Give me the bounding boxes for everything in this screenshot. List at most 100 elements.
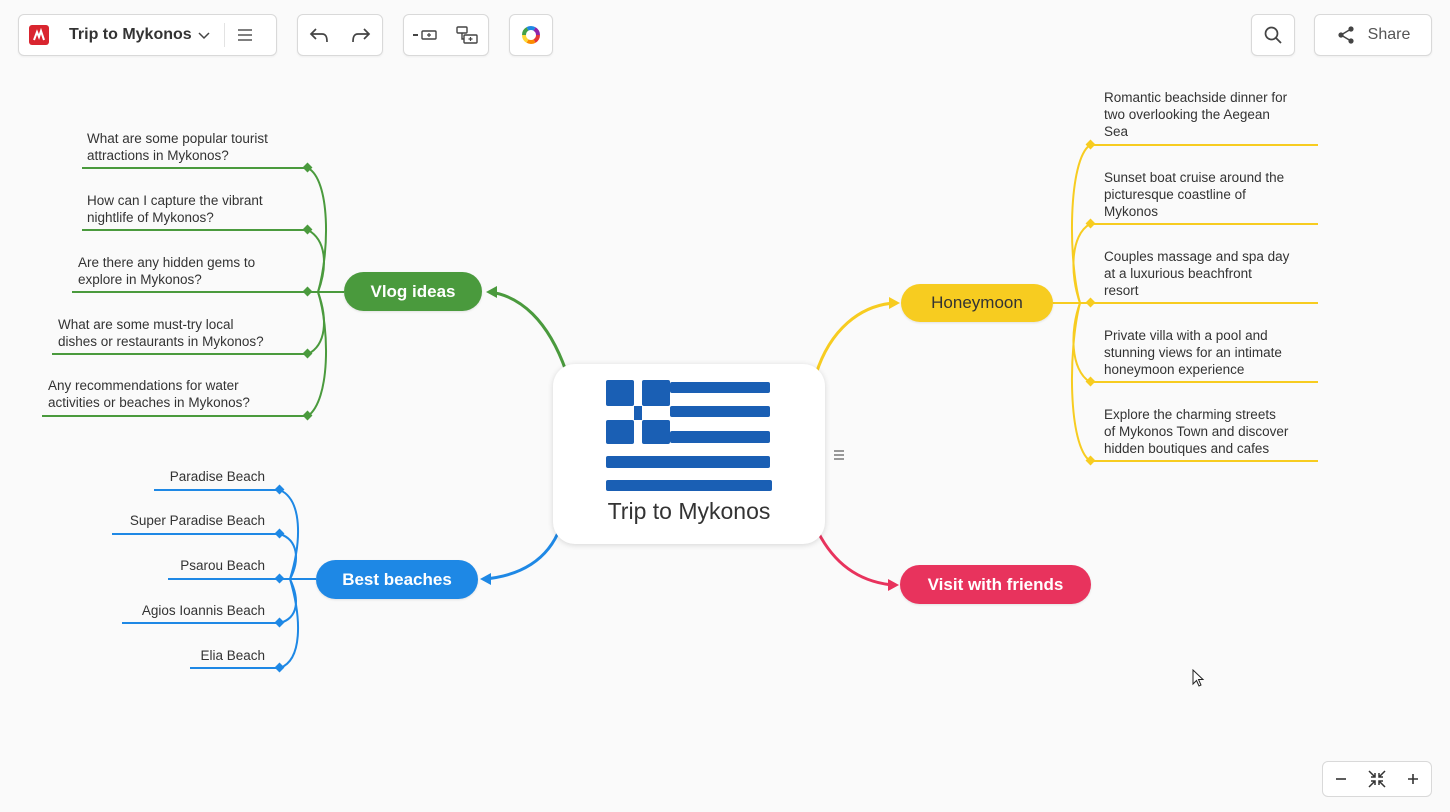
vlog-item-5-line-2: activities or beaches in Mykonos?: [48, 395, 250, 410]
drag-handle-icon: [834, 450, 844, 460]
fit-to-screen-button[interactable]: [1360, 762, 1394, 796]
honeymoon-item-5-line-2: of Mykonos Town and discover: [1104, 424, 1289, 439]
zoom-in-button[interactable]: [1396, 762, 1430, 796]
beaches-connectors: [112, 489, 562, 669]
beach-item-4[interactable]: Agios Ioannis Beach: [95, 602, 265, 619]
beach-item-3-label: Psarou Beach: [180, 558, 265, 573]
vlog-item-2-line-2: nightlife of Mykonos?: [87, 210, 214, 225]
vlog-item-1-line-2: attractions in Mykonos?: [87, 148, 229, 163]
document-title: Trip to Mykonos: [69, 26, 192, 43]
topic-visit-with-friends-label: Visit with friends: [927, 574, 1064, 594]
central-topic-title: Trip to Mykonos: [607, 498, 771, 524]
color-wheel-icon: [522, 26, 540, 44]
beach-item-5[interactable]: Elia Beach: [100, 647, 265, 664]
plus-icon: [1408, 774, 1418, 784]
vlog-item-3-line-2: explore in Mykonos?: [78, 272, 202, 287]
honeymoon-item-3-line-2: at a luxurious beachfront: [1104, 266, 1252, 281]
honeymoon-item-1[interactable]: Romantic beachside dinner for two overlo…: [1104, 89, 1319, 140]
theme-button[interactable]: [510, 15, 552, 55]
app-logo[interactable]: [29, 25, 49, 45]
vlog-item-1-line-1: What are some popular tourist: [87, 131, 268, 146]
honeymoon-item-5-line-1: Explore the charming streets: [1104, 407, 1276, 422]
add-sibling-topic-icon: [456, 26, 478, 44]
document-title-dropdown[interactable]: Trip to Mykonos: [53, 15, 212, 55]
honeymoon-item-2-line-1: Sunset boat cruise around the: [1104, 170, 1285, 185]
topic-best-beaches[interactable]: Best beaches: [316, 560, 478, 599]
vlog-item-3-line-1: Are there any hidden gems to: [78, 255, 256, 270]
redo-button[interactable]: [340, 15, 382, 55]
beach-item-3[interactable]: Psarou Beach: [100, 557, 265, 574]
mouse-cursor-icon: [1192, 669, 1205, 687]
honeymoon-item-3[interactable]: Couples massage and spa day at a luxurio…: [1104, 248, 1319, 299]
vlog-item-4-line-1: What are some must-try local: [58, 317, 234, 332]
zoom-out-button[interactable]: [1324, 762, 1358, 796]
honeymoon-item-4[interactable]: Private villa with a pool and stunning v…: [1104, 327, 1319, 378]
add-child-topic-button[interactable]: [404, 15, 446, 55]
central-topic[interactable]: Trip to Mykonos: [553, 364, 825, 544]
vlog-item-3[interactable]: Are there any hidden gems to explore in …: [78, 254, 308, 288]
beach-item-2-label: Super Paradise Beach: [129, 513, 265, 528]
honeymoon-item-3-line-1: Couples massage and spa day: [1104, 249, 1290, 264]
zoom-controls: [1322, 761, 1432, 797]
honeymoon-item-4-line-1: Private villa with a pool and: [1104, 328, 1268, 343]
vlog-item-5[interactable]: Any recommendations for water activities…: [48, 377, 303, 411]
share-label: Share: [1367, 26, 1411, 43]
vlog-connectors: [42, 167, 568, 417]
insert-toolbar: [403, 14, 489, 56]
vlog-item-4-line-2: dishes or restaurants in Mykonos?: [58, 334, 264, 349]
honeymoon-item-4-line-2: stunning views for an intimate: [1104, 345, 1282, 360]
topic-menu-icon[interactable]: [833, 448, 845, 466]
beach-item-4-label: Agios Ioannis Beach: [141, 603, 265, 618]
vlog-item-4[interactable]: What are some must-try local dishes or r…: [58, 316, 303, 350]
undo-icon: [309, 28, 328, 43]
honeymoon-item-2-line-3: Mykonos: [1104, 204, 1159, 219]
topic-vlog-ideas[interactable]: Vlog ideas: [344, 272, 482, 311]
topic-vlog-ideas-label: Vlog ideas: [370, 281, 456, 301]
vlog-item-2[interactable]: How can I capture the vibrant nightlife …: [87, 192, 317, 226]
beach-item-5-label: Elia Beach: [200, 648, 265, 663]
honeymoon-connector-dots: [1085, 139, 1096, 466]
redo-icon: [352, 28, 371, 43]
share-icon: [1338, 26, 1354, 44]
honeymoon-item-1-line-2: two overlooking the Aegean: [1104, 107, 1270, 122]
theme-toolbar: [509, 14, 553, 56]
topic-honeymoon-label: Honeymoon: [931, 293, 1023, 312]
friends-connector: [816, 531, 899, 591]
vlog-item-5-line-1: Any recommendations for water: [48, 378, 239, 393]
beach-item-2[interactable]: Super Paradise Beach: [90, 512, 265, 529]
honeymoon-item-2-line-2: picturesque coastline of: [1104, 187, 1246, 202]
greek-flag-image: [606, 380, 772, 491]
honeymoon-item-1-line-3: Sea: [1104, 124, 1129, 139]
vlog-item-2-line-1: How can I capture the vibrant: [87, 193, 263, 208]
hamburger-menu-icon: [237, 29, 252, 41]
minus-icon: [1336, 778, 1346, 780]
honeymoon-item-1-line-1: Romantic beachside dinner for: [1104, 90, 1288, 105]
honeymoon-item-4-line-3: honeymoon experience: [1104, 362, 1245, 377]
topic-best-beaches-label: Best beaches: [342, 569, 452, 589]
vlog-connector-dots: [302, 162, 313, 421]
search-icon: [1264, 26, 1282, 44]
chevron-down-icon: [198, 32, 210, 40]
honeymoon-item-3-line-3: resort: [1104, 283, 1139, 298]
document-toolbar: Trip to Mykonos: [18, 14, 277, 56]
share-button[interactable]: Share: [1314, 14, 1432, 56]
honeymoon-item-2[interactable]: Sunset boat cruise around the picturesqu…: [1104, 169, 1319, 220]
toolbar-divider: [223, 23, 225, 47]
search-button[interactable]: [1251, 14, 1295, 56]
collapse-arrows-icon: [1368, 770, 1386, 788]
topic-visit-with-friends[interactable]: Visit with friends: [900, 565, 1091, 604]
vlog-item-1[interactable]: What are some popular tourist attraction…: [87, 130, 317, 164]
topic-honeymoon[interactable]: Honeymoon: [901, 284, 1053, 322]
beach-item-1[interactable]: Paradise Beach: [100, 468, 265, 485]
honeymoon-item-5[interactable]: Explore the charming streets of Mykonos …: [1104, 406, 1319, 457]
undo-button[interactable]: [298, 15, 340, 55]
menu-button[interactable]: [225, 15, 265, 55]
honeymoon-connectors: [814, 144, 1318, 462]
add-child-topic-icon: [413, 30, 437, 40]
history-toolbar: [297, 14, 383, 56]
beach-item-1-label: Paradise Beach: [169, 469, 265, 484]
add-sibling-topic-button[interactable]: [446, 15, 488, 55]
honeymoon-item-5-line-3: hidden boutiques and cafes: [1104, 441, 1270, 456]
beaches-connector-dots: [274, 484, 285, 673]
